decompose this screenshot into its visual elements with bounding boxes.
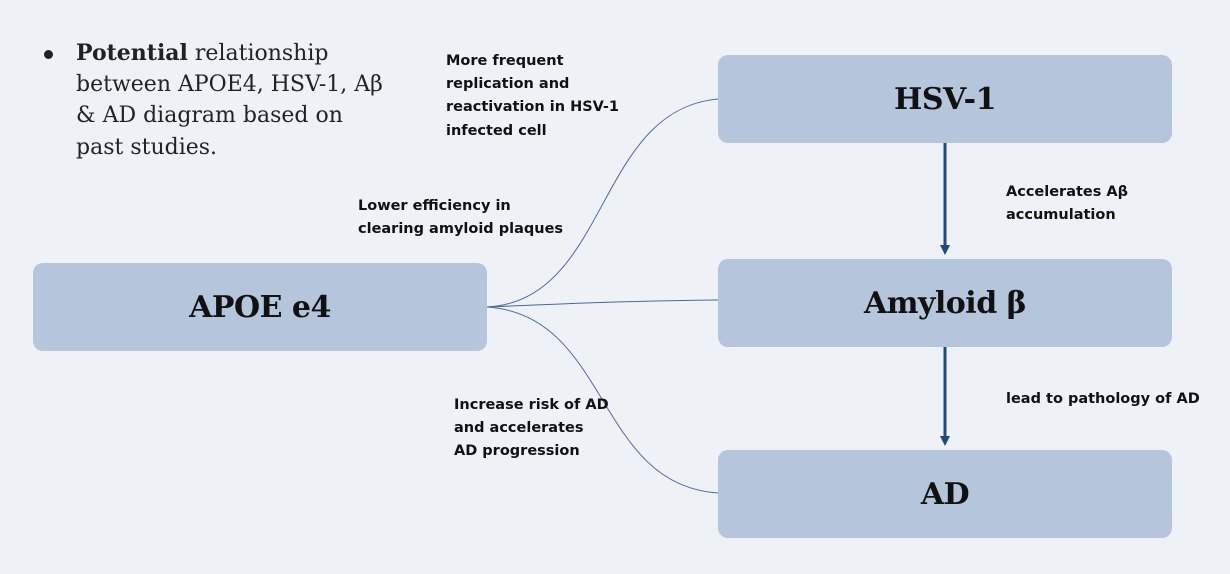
connector-apoe-hsv: [486, 98, 719, 308]
bullet-bold-text: Potential: [76, 40, 188, 66]
bullet-dot-icon: [44, 50, 53, 59]
bullet-rest-text: relationship between APOE4, HSV-1, Aβ & …: [76, 41, 383, 160]
note-accelerates-accumulation: Accelerates Aβ accumulation: [1006, 184, 1129, 224]
node-apoe-e4: APOE e4: [33, 263, 487, 351]
note-lead-to-pathology: lead to pathology of AD: [1006, 391, 1200, 407]
node-hsv-1: HSV-1: [718, 55, 1172, 143]
connector-apoe-ad: [486, 306, 719, 494]
bullet-point: Potential relationship between APOE4, HS…: [44, 38, 384, 163]
note-hsv-replication: More frequent replication and reactivati…: [446, 53, 619, 139]
bullet-text: Potential relationship between APOE4, HS…: [76, 38, 384, 163]
note-clearing-efficiency: Lower efficiency in clearing amyloid pla…: [358, 198, 564, 238]
note-ad-risk: Increase risk of AD and accelerates AD p…: [454, 397, 609, 460]
node-ad: AD: [718, 450, 1172, 538]
connector-apoe-amyloid: [486, 299, 719, 308]
node-amyloid-beta: Amyloid β: [718, 259, 1172, 347]
